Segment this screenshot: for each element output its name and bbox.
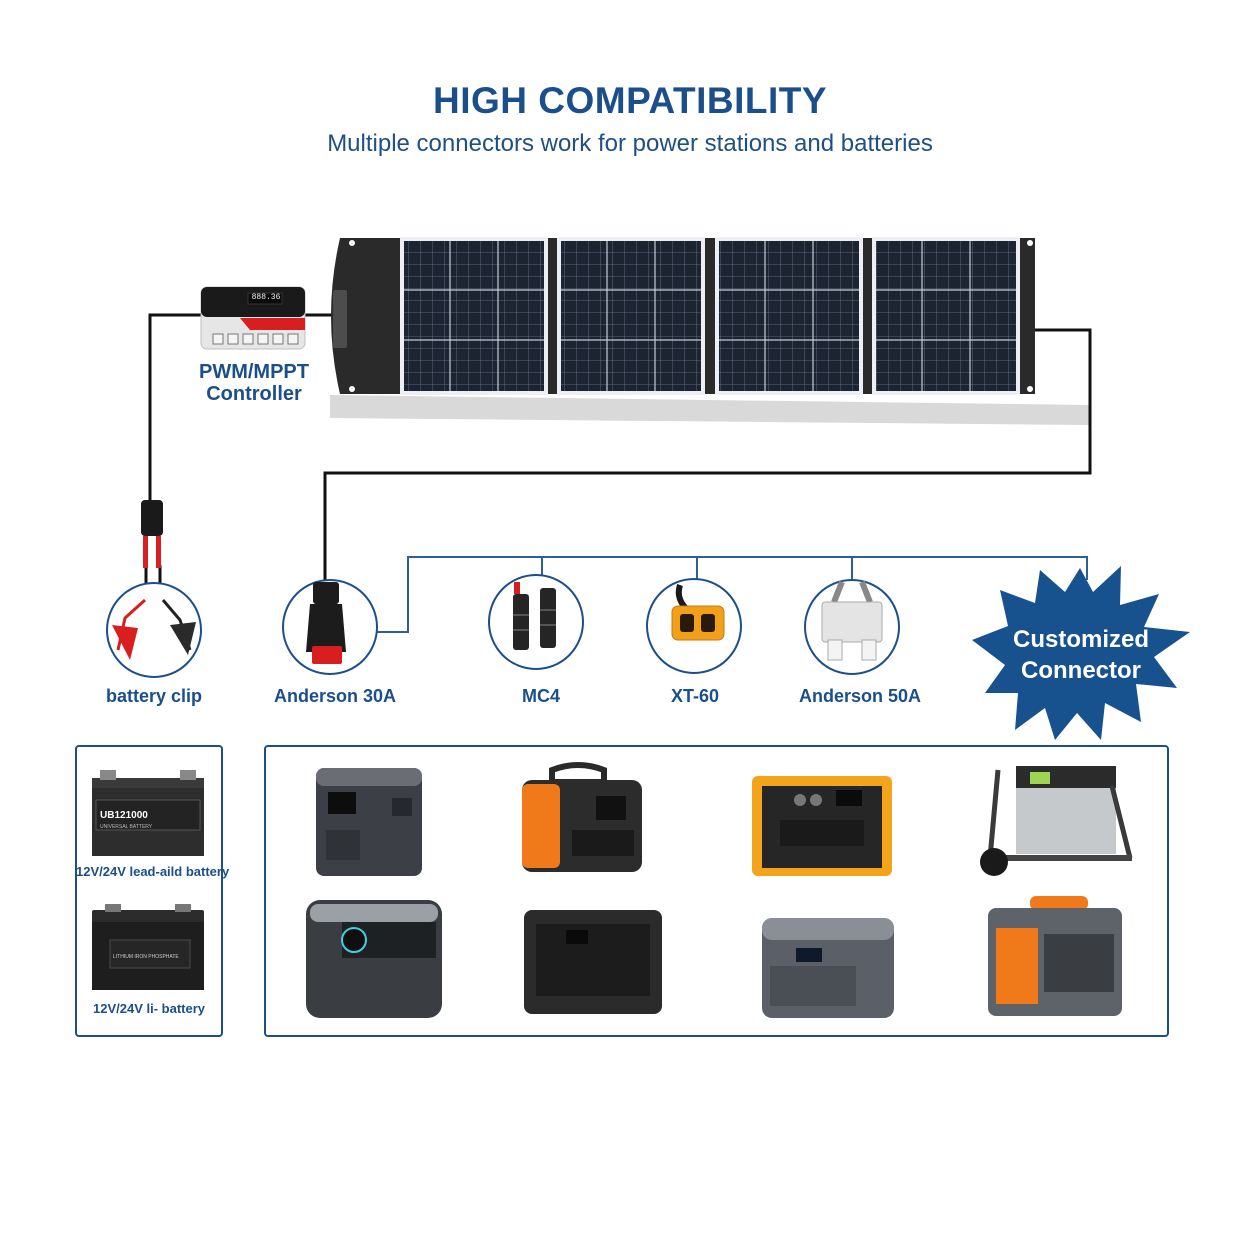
- caption-lithium-battery: 12V/24V li- battery: [93, 1001, 205, 1016]
- cable-to-anderson-30a: [323, 328, 1092, 580]
- inline-fuse-connector: [141, 500, 163, 568]
- panel-shadow: [330, 395, 1090, 425]
- page-subtitle: Multiple connectors work for power stati…: [327, 130, 933, 157]
- customized-connector-starburst: [972, 566, 1190, 740]
- power-station-3: [752, 776, 892, 876]
- label-mc4: MC4: [521, 686, 560, 706]
- label-anderson-50a: Anderson 50A: [798, 686, 922, 706]
- customized-connector-line1: Customized: [1012, 626, 1149, 653]
- solar-panel-module-4: [872, 237, 1020, 395]
- battery-box-frame: [75, 745, 223, 1037]
- connector-circle-anderson-30a: [282, 579, 378, 675]
- customized-connector-line2: Connector: [1021, 657, 1141, 684]
- battery-model-text: UB121000: [100, 810, 148, 821]
- power-station-2: [522, 762, 642, 872]
- power-station-box-frame: [264, 745, 1169, 1037]
- lithium-battery-image: LITHIUM IRON PHOSPHATE: [92, 904, 204, 990]
- label-anderson-30a: Anderson 30A: [273, 686, 397, 706]
- solar-panel-module-2: [557, 237, 705, 395]
- foldable-solar-panel: [331, 237, 1035, 395]
- power-station-8: [988, 896, 1122, 1016]
- label-xt60: XT-60: [670, 686, 720, 706]
- controller-label-line1: PWM/MPPT: [199, 361, 309, 383]
- solar-panel-module-1: [400, 237, 548, 395]
- controller-display: 888.36: [251, 293, 281, 302]
- connector-circle-battery-clip: [106, 582, 202, 678]
- charge-controller-device: [200, 286, 306, 350]
- power-station-4: [980, 766, 1133, 876]
- label-battery-clip: battery clip: [105, 686, 203, 706]
- lead-acid-battery-image: UB121000 UNIVERSAL BATTERY: [92, 770, 204, 856]
- battery-brand-text: UNIVERSAL BATTERY: [100, 824, 153, 830]
- battery-chem-text: LITHIUM IRON PHOSPHATE: [113, 954, 179, 960]
- power-station-6: [524, 910, 662, 1014]
- solar-panel-module-3: [715, 237, 863, 395]
- cable-to-battery-clip: [144, 313, 334, 601]
- customized-connector-label: Customized Connector: [996, 624, 1166, 686]
- controller-label-line2: Controller: [206, 383, 302, 405]
- connector-circle-mc4: [488, 574, 584, 670]
- controller-label: PWM/MPPT Controller: [180, 361, 328, 405]
- power-station-7: [762, 918, 894, 1018]
- connector-circle-xt60: [646, 578, 742, 674]
- page-title: HIGH COMPATIBILITY: [432, 80, 828, 121]
- power-station-5: [306, 900, 442, 1018]
- power-station-1: [316, 768, 422, 876]
- connector-circle-anderson-50a: [804, 579, 900, 675]
- caption-lead-acid-battery: 12V/24V lead-aild battery: [76, 864, 230, 879]
